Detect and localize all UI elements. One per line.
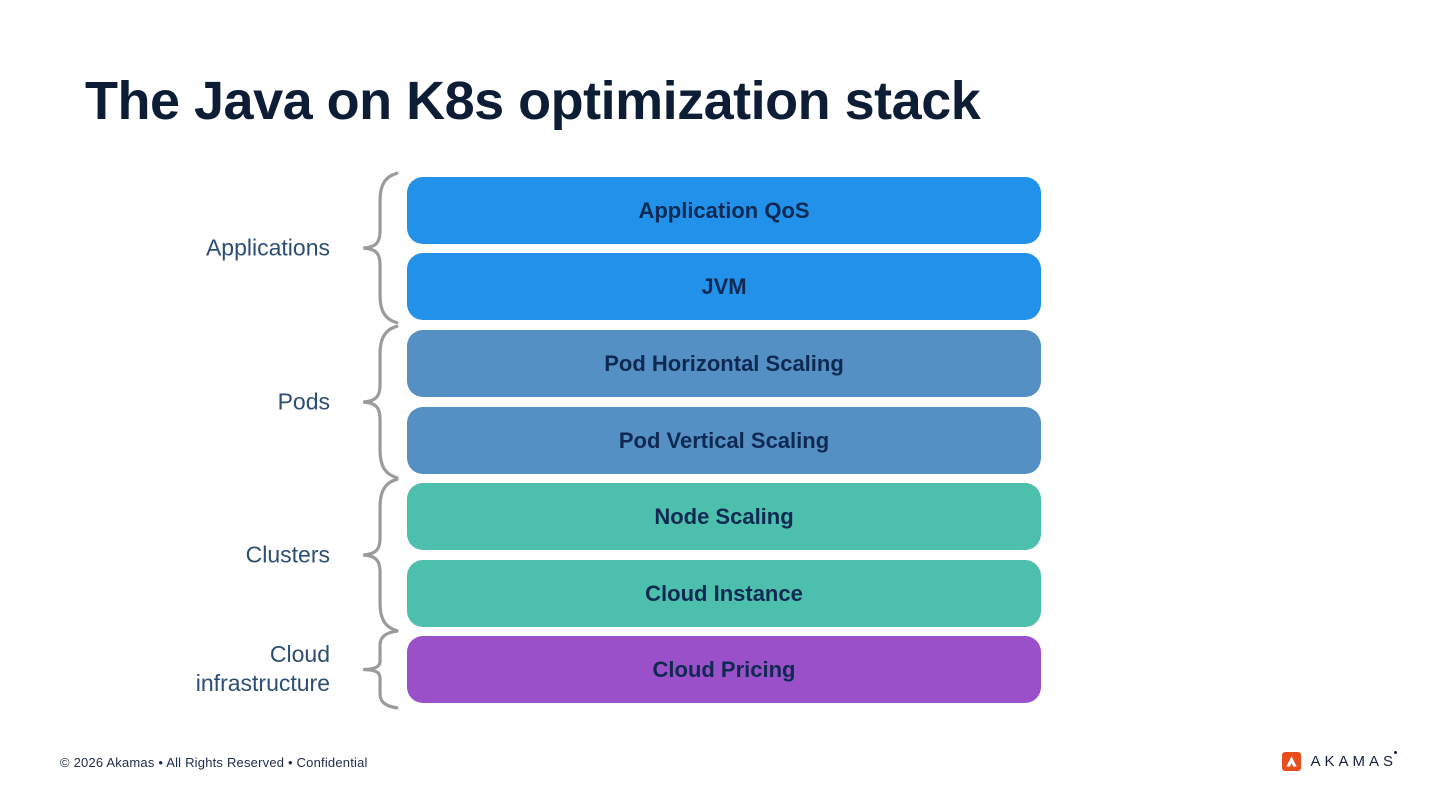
layer-jvm: JVM [407, 253, 1041, 320]
layer-label: Cloud Pricing [652, 656, 796, 682]
akamas-logo-icon [1282, 752, 1302, 771]
layer-application-qos: Application QoS [407, 177, 1041, 244]
group-label-applications: Applications [205, 234, 330, 261]
brace-clusters-icon [358, 477, 400, 633]
brace-applications-icon [358, 171, 400, 325]
group-label-pods: Pods [277, 388, 330, 415]
layer-pod-horizontal-scaling: Pod Horizontal Scaling [407, 330, 1041, 397]
footer-copyright: © 2026 Akamas • All Rights Reserved • Co… [60, 755, 368, 770]
layer-label: Pod Horizontal Scaling [604, 350, 844, 376]
akamas-logo-text: AKAMAS [1310, 753, 1397, 770]
logo-trademark-dot-icon [1394, 751, 1397, 754]
layer-label: Pod Vertical Scaling [618, 427, 830, 453]
group-label-cloud-infrastructure: Cloud infrastructure [195, 641, 330, 696]
layer-label: Application QoS [638, 197, 810, 223]
akamas-logo: AKAMAS [1282, 752, 1397, 771]
layer-cloud-instance: Cloud Instance [407, 560, 1041, 627]
layer-label: Node Scaling [654, 503, 794, 529]
brace-cloud-infrastructure-icon [358, 630, 400, 709]
layer-label: JVM [701, 273, 747, 299]
layer-pod-vertical-scaling: Pod Vertical Scaling [407, 407, 1041, 474]
brace-pods-icon [358, 324, 400, 480]
layer-label: Cloud Instance [645, 580, 803, 606]
layer-cloud-pricing: Cloud Pricing [407, 636, 1041, 703]
mountain-a-icon [1286, 756, 1298, 767]
page-title: The Java on K8s optimization stack [85, 71, 981, 131]
group-label-clusters: Clusters [245, 541, 330, 568]
layer-node-scaling: Node Scaling [407, 483, 1041, 550]
